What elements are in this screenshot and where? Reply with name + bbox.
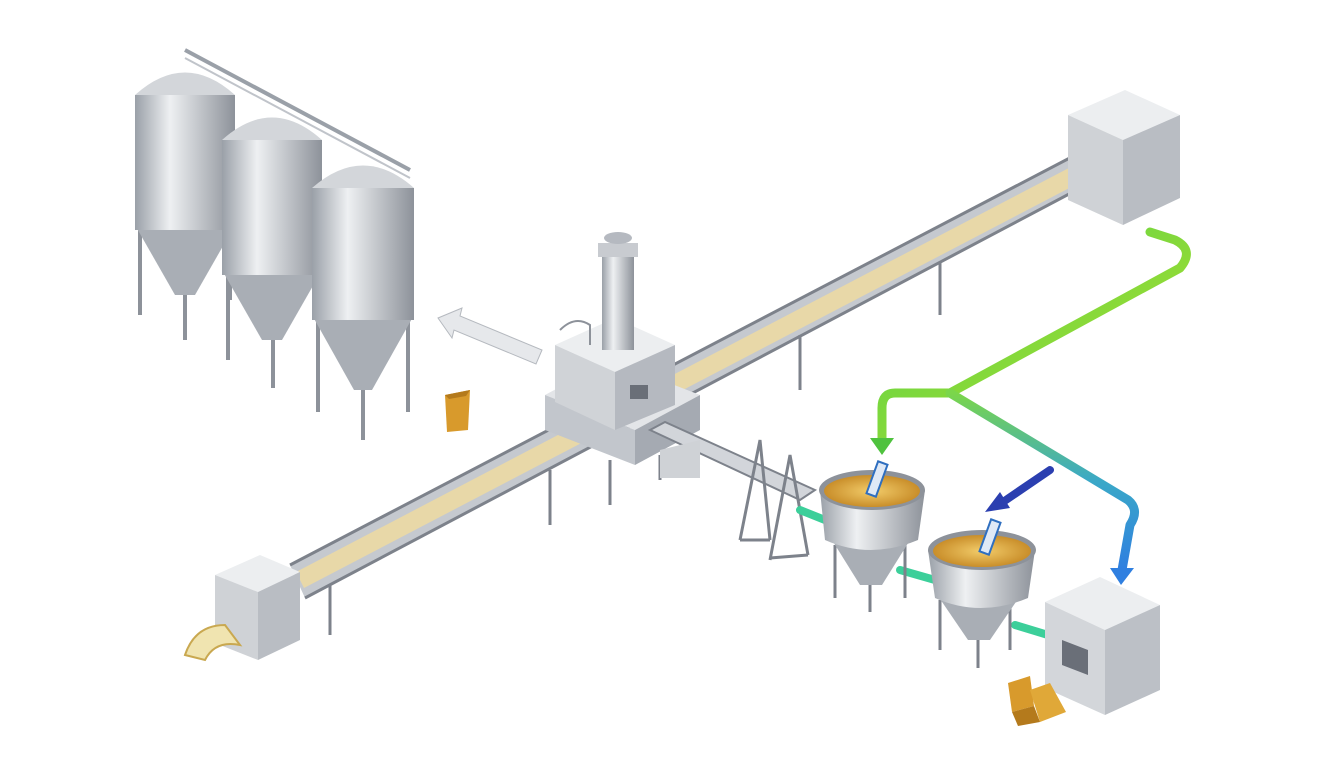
conveyor-icon [289,148,1106,635]
mixing-bowl-icon [819,460,925,612]
conveyor-icon [647,420,818,561]
thermometer-icon [978,518,1002,556]
storage-box-icon [1045,577,1160,715]
thermometer-icon [865,460,889,498]
mixing-bowl-icon [928,518,1036,668]
flow-arrow-icon [437,307,543,365]
silo-icon [312,165,414,440]
package-icon [445,390,470,432]
package-icon [1008,676,1066,726]
silo-icon [222,117,322,388]
silo-group [135,48,414,440]
chimney-icon [598,232,638,350]
chute-icon [183,623,243,662]
storage-box-icon [1068,90,1180,225]
flow-arrow-icon [796,227,1191,639]
silo-icon [135,72,235,340]
storage-box-icon [215,555,300,660]
